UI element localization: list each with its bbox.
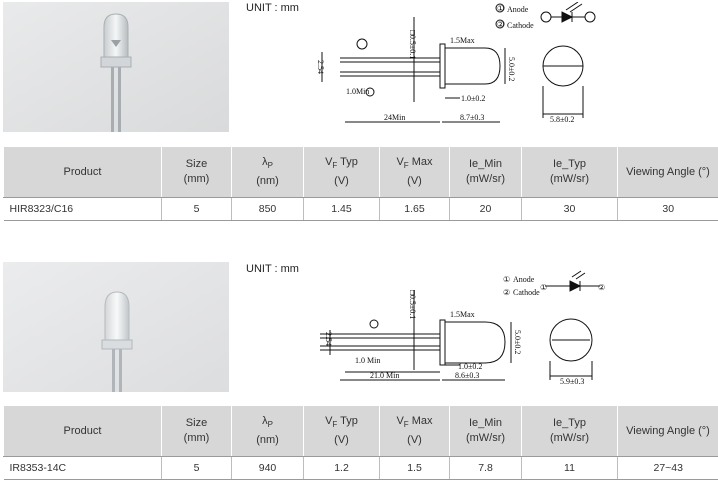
dim-min-lead: 1.0Min bbox=[346, 87, 369, 96]
dim-lead-length: 21.0 Min bbox=[370, 371, 399, 380]
col-viewing-angle: Viewing Angle (°) bbox=[618, 147, 718, 198]
symbol-marker-2: ② bbox=[598, 283, 605, 292]
unit-label: UNIT : mm bbox=[246, 263, 299, 275]
cell-viewing-angle: 30 bbox=[618, 198, 718, 221]
cell-ie-min: 20 bbox=[450, 198, 522, 221]
cell-viewing-angle: 27~43 bbox=[618, 457, 718, 480]
col-ie-min: Ie_Min(mW/sr) bbox=[450, 147, 522, 198]
dim-flange-gap: 1.0±0.2 bbox=[458, 362, 482, 371]
col-viewing-angle: Viewing Angle (°) bbox=[618, 406, 718, 457]
col-peak-wavelength: λP(nm) bbox=[232, 147, 304, 198]
cell-size: 5 bbox=[162, 457, 232, 480]
cell-peak-wavelength: 850 bbox=[232, 198, 304, 221]
dim-body-length: 8.7±0.3 bbox=[460, 113, 484, 122]
cell-ie-typ: 30 bbox=[522, 198, 618, 221]
legend-cathode: Cathode bbox=[507, 21, 534, 30]
col-ie-typ: Ie_Typ(mW/sr) bbox=[522, 147, 618, 198]
dimension-drawing: ① Anode ② Cathode □0.5±0.1 1.5Max 5.0±0.… bbox=[300, 2, 630, 130]
dim-lead-square: □0.5±0.1 bbox=[408, 290, 417, 319]
dim-base-diameter: 5.9±0.3 bbox=[560, 377, 584, 386]
spec-table: Product Size(mm) λP(nm) VF Typ(V) VF Max… bbox=[3, 405, 718, 480]
dim-body-diameter: 5.0±0.2 bbox=[513, 330, 522, 354]
legend-marker-1: ① bbox=[503, 275, 510, 284]
col-product: Product bbox=[4, 406, 162, 457]
led-photo bbox=[3, 2, 229, 132]
cell-product: IR8353-14C bbox=[4, 457, 162, 480]
dim-pitch: 2.54 bbox=[324, 332, 333, 346]
dim-base-diameter: 5.8±0.2 bbox=[550, 115, 574, 124]
led-photo-graphic bbox=[3, 2, 229, 132]
legend-marker-2: ② bbox=[497, 20, 504, 29]
cell-vf-max: 1.5 bbox=[380, 457, 450, 480]
dim-max-flange: 1.5Max bbox=[450, 310, 475, 319]
spec-table: Product Size(mm) λP(nm) VF Typ(V) VF Max… bbox=[3, 146, 718, 221]
legend-marker-1: ① bbox=[497, 4, 504, 13]
dim-body-length: 8.6±0.3 bbox=[455, 371, 479, 380]
dim-lead-square: □0.5±0.1 bbox=[408, 30, 417, 59]
legend-cathode: Cathode bbox=[513, 288, 540, 297]
dim-min-lead: 1.0 Min bbox=[355, 356, 380, 365]
legend-marker-2: ② bbox=[503, 288, 510, 297]
col-peak-wavelength: λP(nm) bbox=[232, 406, 304, 457]
dim-max-flange: 1.5Max bbox=[450, 36, 475, 45]
cell-vf-typ: 1.2 bbox=[304, 457, 380, 480]
legend-anode: Anode bbox=[513, 275, 535, 284]
dim-lead-length: 24Min bbox=[384, 113, 405, 122]
table-row: HIR8323/C16 5 850 1.45 1.65 20 30 30 bbox=[4, 198, 718, 221]
cell-vf-typ: 1.45 bbox=[304, 198, 380, 221]
col-vf-typ: VF Typ(V) bbox=[304, 147, 380, 198]
unit-label: UNIT : mm bbox=[246, 2, 299, 14]
spec-header-row: Product Size(mm) λP(nm) VF Typ(V) VF Max… bbox=[4, 147, 718, 198]
symbol-marker-1: ① bbox=[540, 283, 547, 292]
legend-anode: Anode bbox=[507, 5, 529, 14]
col-product: Product bbox=[4, 147, 162, 198]
dimension-drawing: ① Anode ② Cathode ① ② □0.5±0.1 1.5Max 5.… bbox=[300, 270, 630, 390]
led-photo bbox=[3, 262, 229, 392]
cell-ie-typ: 11 bbox=[522, 457, 618, 480]
col-vf-typ: VF Typ(V) bbox=[304, 406, 380, 457]
col-ie-typ: Ie_Typ(mW/sr) bbox=[522, 406, 618, 457]
cell-vf-max: 1.65 bbox=[380, 198, 450, 221]
cell-product: HIR8323/C16 bbox=[4, 198, 162, 221]
dim-flange-gap: 1.0±0.2 bbox=[461, 94, 485, 103]
col-vf-max: VF Max(V) bbox=[380, 147, 450, 198]
led-photo-graphic bbox=[3, 262, 229, 392]
dim-pitch: 2.54 bbox=[316, 60, 325, 74]
cell-ie-min: 7.8 bbox=[450, 457, 522, 480]
col-vf-max: VF Max(V) bbox=[380, 406, 450, 457]
col-size: Size(mm) bbox=[162, 147, 232, 198]
cell-size: 5 bbox=[162, 198, 232, 221]
spec-header-row: Product Size(mm) λP(nm) VF Typ(V) VF Max… bbox=[4, 406, 718, 457]
col-size: Size(mm) bbox=[162, 406, 232, 457]
dim-body-diameter: 5.0±0.2 bbox=[507, 57, 516, 81]
table-row: IR8353-14C 5 940 1.2 1.5 7.8 11 27~43 bbox=[4, 457, 718, 480]
cell-peak-wavelength: 940 bbox=[232, 457, 304, 480]
col-ie-min: Ie_Min(mW/sr) bbox=[450, 406, 522, 457]
